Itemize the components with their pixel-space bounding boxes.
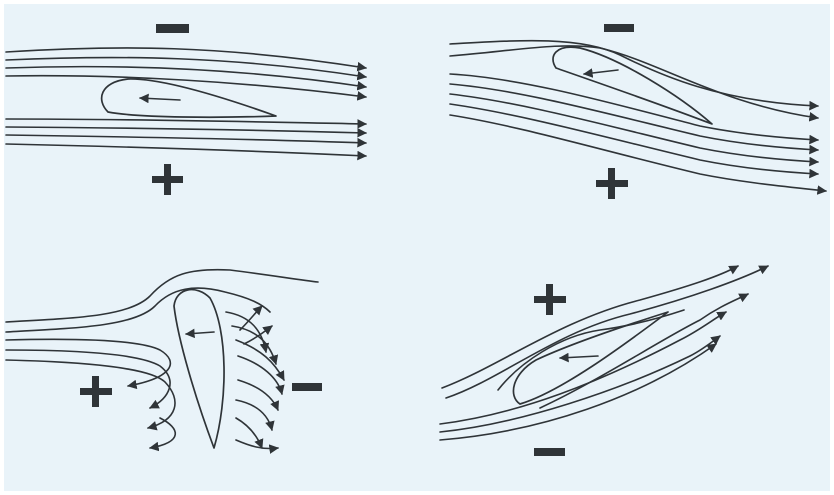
sign-upper-minus: [604, 24, 634, 32]
sign-upper-minus: [156, 24, 189, 33]
sign-lower-minus: [534, 448, 565, 456]
sign-right-minus: [292, 383, 322, 391]
